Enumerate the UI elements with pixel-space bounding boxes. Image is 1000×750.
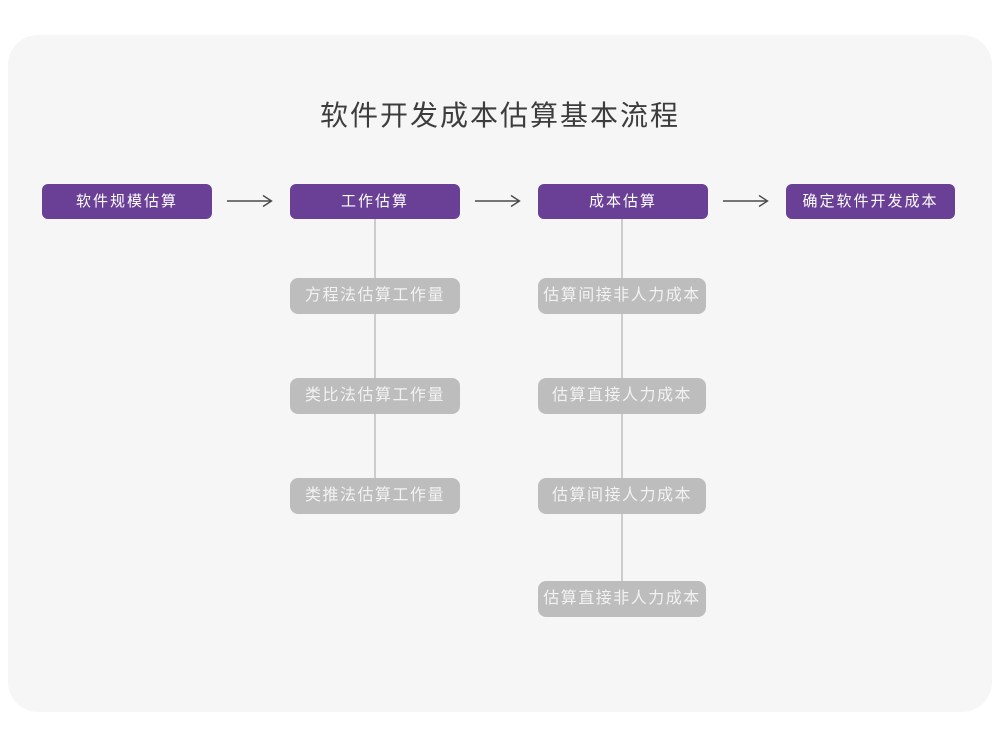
- flow-step-software-scale-estimation: 软件规模估算: [42, 184, 212, 219]
- cost-item-indirect-labor: 估算间接人力成本: [538, 478, 706, 514]
- cost-item-indirect-nonlabor: 估算间接非人力成本: [538, 278, 706, 314]
- right-arrow-icon: [475, 194, 521, 208]
- diagram-card: [8, 35, 992, 712]
- flow-step-determine-development-cost: 确定软件开发成本: [786, 184, 955, 219]
- cost-item-direct-nonlabor: 估算直接非人力成本: [538, 581, 706, 617]
- cost-item-direct-labor: 估算直接人力成本: [538, 378, 706, 414]
- diagram-title: 软件开发成本估算基本流程: [319, 100, 680, 131]
- right-arrow-icon: [227, 194, 273, 208]
- work-method-extrapolation: 类推法估算工作量: [290, 478, 460, 514]
- right-arrow-icon: [723, 194, 769, 208]
- work-method-equation: 方程法估算工作量: [290, 278, 460, 314]
- work-method-analogy: 类比法估算工作量: [290, 378, 460, 414]
- flow-step-work-estimation: 工作估算: [290, 184, 460, 219]
- flow-step-cost-estimation: 成本估算: [538, 184, 708, 219]
- work-chain-connector-line: [374, 219, 376, 497]
